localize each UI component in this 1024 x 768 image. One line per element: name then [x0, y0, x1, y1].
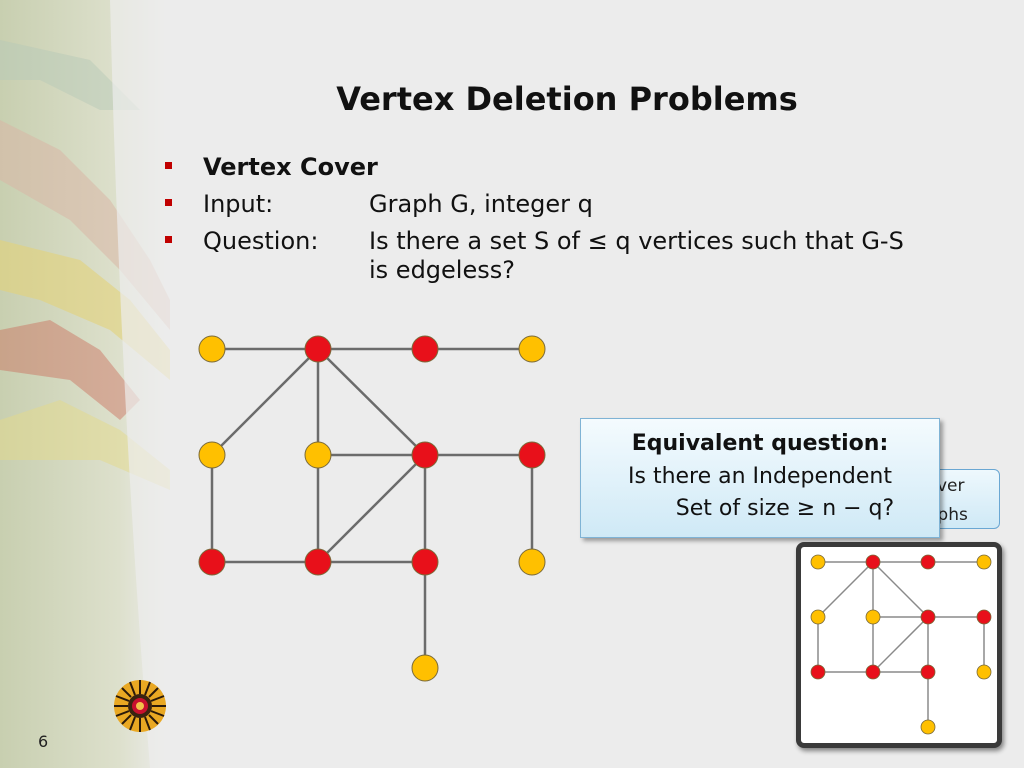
- bullet-item-question: Question: Is there a set S of ≤ q vertice…: [165, 224, 985, 261]
- bullet-item-input: Input: Graph G, integer q: [165, 187, 985, 224]
- bullet-label: Question:: [203, 227, 319, 255]
- vertex-red: [198, 548, 226, 576]
- vertex-red: [411, 441, 439, 469]
- graph-edge: [317, 454, 426, 563]
- graph-thumbnail: [796, 542, 1002, 748]
- callout-line1: Is there an Independent: [628, 464, 892, 489]
- mini-graph: [810, 554, 992, 735]
- bullet-label: Vertex Cover: [203, 153, 378, 181]
- bullet-item-problem: Vertex Cover: [165, 150, 985, 187]
- decorative-background: [0, 0, 170, 768]
- bullet-label: Input:: [203, 190, 274, 218]
- bullet-marker: [165, 236, 172, 243]
- vertex-yellow: [304, 441, 332, 469]
- vertex-yellow: [518, 335, 546, 363]
- page-number: 6: [38, 732, 49, 751]
- bullet-list: Vertex Cover Input: Graph G, integer q Qu…: [165, 150, 985, 285]
- bullet-marker: [165, 199, 172, 206]
- vertex-red: [304, 548, 332, 576]
- vertex-yellow: [198, 335, 226, 363]
- callout-heading: Equivalent question:: [631, 431, 889, 456]
- vertex-red: [518, 441, 546, 469]
- bullet-value: Graph G, integer q: [369, 190, 593, 218]
- vertex-yellow: [518, 548, 546, 576]
- slide-title: Vertex Deletion Problems: [336, 80, 798, 118]
- callout-line2: Set of size ≥ n − q?: [675, 496, 895, 521]
- vertex-red: [411, 548, 439, 576]
- graph-edge: [317, 348, 426, 456]
- vertex-red: [304, 335, 332, 363]
- bullet-continuation: is edgeless?: [369, 256, 515, 284]
- equivalent-question-callout: Equivalent question: Is there an Indepen…: [580, 418, 940, 538]
- vertex-yellow: [198, 441, 226, 469]
- graph-edge: [211, 348, 319, 456]
- bullet-value: Is there a set S of ≤ q vertices such th…: [369, 227, 904, 255]
- vertex-red: [411, 335, 439, 363]
- university-seal-logo-icon: [114, 680, 166, 732]
- vertex-yellow: [411, 654, 439, 682]
- graph-vertices: [198, 335, 546, 682]
- hidden-callout-line1: ver: [937, 476, 965, 496]
- graph-edges: [210, 347, 534, 668]
- bullet-marker: [165, 162, 172, 169]
